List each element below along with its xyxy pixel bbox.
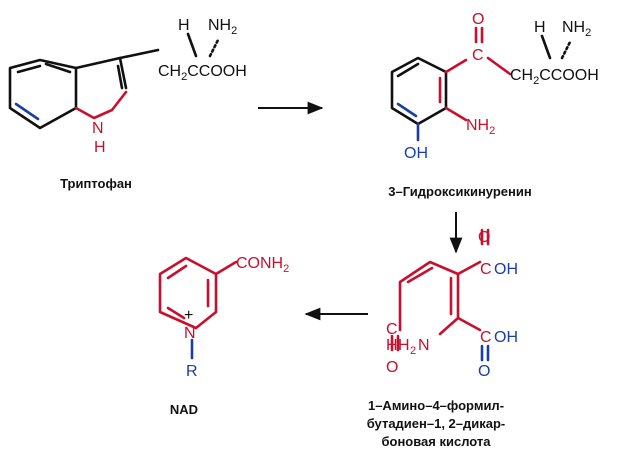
nad-charge: + bbox=[184, 307, 193, 324]
tryptophan-alpha-h-bond bbox=[186, 32, 198, 58]
hydroxykynurenine-carbonyl-o: O bbox=[472, 11, 484, 28]
hydroxykynurenine-alpha-nh2-bond bbox=[560, 40, 572, 60]
tryptophan-nh-h: H bbox=[94, 139, 106, 156]
tryptophan-h-label: H bbox=[178, 17, 190, 34]
tryptophan-alpha-nh2-bond bbox=[208, 38, 220, 58]
aminoacid-top-oh: OH bbox=[494, 261, 518, 278]
aminoacid-aldehyde-o: O bbox=[386, 359, 398, 376]
tryptophan-pyrrole-double-bond bbox=[116, 64, 124, 90]
aminoacid-aldehyde-c: C bbox=[386, 321, 398, 338]
hydroxykynurenine-structure: O C H NH2 CH2CCOOH NH2 OH 3–Гидроксикину… bbox=[388, 11, 599, 199]
nad-name: NAD bbox=[170, 402, 198, 417]
aminoacid-nh2-n: N bbox=[418, 337, 430, 354]
hydroxykynurenine-top-nh2: NH2 bbox=[562, 19, 591, 39]
tryptophan-nh2-label: NH2 bbox=[208, 17, 237, 37]
tryptophan-nh-n: N bbox=[92, 120, 104, 137]
hydroxykynurenine-nh2: NH2 bbox=[466, 117, 495, 137]
nad-ring-double-bond bbox=[166, 264, 188, 280]
aminoacid-bottom-cooh-bond bbox=[456, 316, 482, 332]
aminoacid-bottom-o: O bbox=[478, 363, 490, 380]
aminoacid-nh2-h: H bbox=[398, 337, 410, 354]
aminoacid-top-o: O bbox=[478, 229, 490, 246]
aminoacid-name-line1: 1–Амино–4–формил- bbox=[368, 398, 504, 413]
tryptophan-side-chain-bond bbox=[118, 48, 160, 60]
aminoacid-top-cooh-bond bbox=[456, 260, 482, 276]
tryptophan-blue-double-bond bbox=[14, 102, 40, 121]
tryptophan-structure: N H H NH2 CH2CCOOH Триптофан bbox=[8, 17, 247, 191]
nad-carboxamide-bond bbox=[214, 260, 238, 276]
hydroxykynurenine-alpha-h-bond bbox=[540, 34, 552, 60]
nad-conh2: CONH2 bbox=[236, 255, 289, 275]
aminoacid-carbon-chain bbox=[398, 260, 460, 336]
nad-structure: CONH2 N + R NAD bbox=[158, 255, 289, 417]
nad-ring-double-bond bbox=[166, 306, 186, 320]
hydroxykynurenine-benzene-ring bbox=[390, 56, 448, 126]
nad-n-plus: N bbox=[184, 325, 196, 342]
hydroxykynurenine-ring-carbonyl-bond bbox=[444, 58, 468, 74]
hydroxykynurenine-carbonyl-chain-bond bbox=[486, 56, 512, 76]
aminoacid-name-line3: боновая кислота bbox=[381, 434, 491, 449]
hydroxykynurenine-carbonyl-c: C bbox=[472, 47, 484, 64]
aminoacid-name-line2: бутадиен–1, 2–дикар- bbox=[367, 416, 506, 431]
hydroxykynurenine-double-bond bbox=[396, 62, 420, 78]
hydroxykynurenine-h-label: H bbox=[534, 19, 546, 36]
hydroxykynurenine-name: 3–Гидроксикинуренин bbox=[388, 184, 531, 199]
tryptophan-side-chain-formula: CH2CCOOH bbox=[158, 63, 247, 83]
tryptophan-pyrrole-nitrogen-bonds bbox=[74, 90, 128, 120]
aminoacid-double-bond bbox=[406, 266, 434, 284]
hydroxykynurenine-blue-double-bond bbox=[396, 102, 418, 118]
tryptophan-double-bond bbox=[44, 62, 72, 74]
hydroxykynurenine-c-nh2-bond bbox=[444, 106, 468, 122]
aminoacid-top-cooh-c: C bbox=[480, 261, 492, 278]
tryptophan-name: Триптофан bbox=[60, 176, 132, 191]
aminoacid-structure: O C OH C H H 2 N O C OH O 1–Амино–4–форм… bbox=[367, 228, 518, 449]
nad-r-group: R bbox=[186, 363, 198, 380]
hydroxykynurenine-side-chain-formula: CH2CCOOH bbox=[510, 67, 599, 87]
aminoacid-aldehyde-h: H bbox=[386, 337, 398, 354]
hydroxykynurenine-oh: OH bbox=[404, 145, 428, 162]
aminoacid-bottom-oh: OH bbox=[494, 329, 518, 346]
tryptophan-double-bond bbox=[16, 64, 42, 74]
aminoacid-bottom-cooh-c: C bbox=[480, 329, 492, 346]
aminoacid-nh2-sub: 2 bbox=[410, 345, 416, 357]
